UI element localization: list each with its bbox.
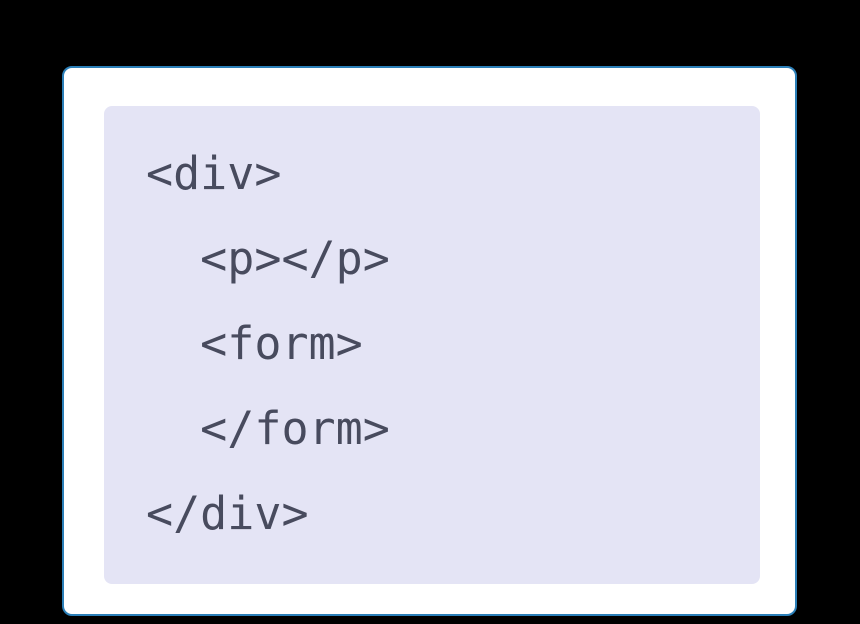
code-line: <form> <box>146 317 363 370</box>
code-line: </div> <box>146 487 309 540</box>
code-block: <div> <p></p> <form> </form> </div> <box>104 106 760 584</box>
code-line: <p></p> <box>146 232 390 285</box>
code-line: <div> <box>146 147 282 200</box>
code-line: </form> <box>146 402 390 455</box>
code-card: <div> <p></p> <form> </form> </div> <box>62 66 797 616</box>
